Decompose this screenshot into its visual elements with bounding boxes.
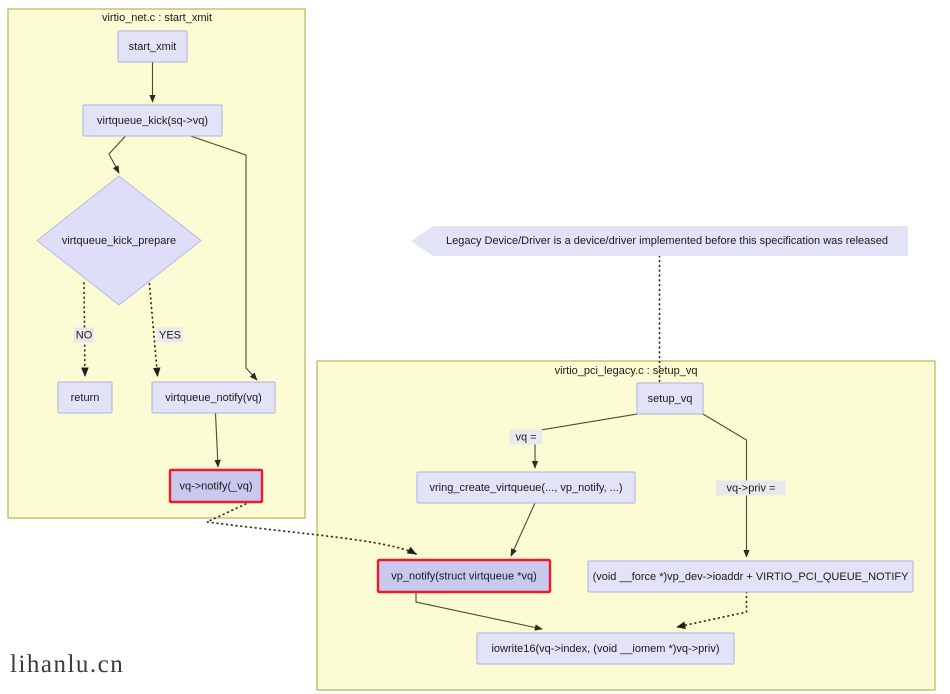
container-title: virtio_net.c : start_xmit: [102, 12, 212, 24]
edge-label-bg: [156, 327, 184, 343]
node-box[interactable]: [82, 104, 223, 137]
edge-label-text: vq->priv =: [727, 482, 776, 494]
node-label: (void __force *)vp_dev->ioaddr + VIRTIO_…: [593, 571, 910, 583]
edge-kick_prepare-to-return: [81, 282, 89, 377]
banner-text: Legacy Device/Driver is a device/driver …: [446, 235, 888, 247]
edge-label-e-setupvq-priv: vq->priv =: [716, 480, 786, 496]
node-iowrite16[interactable]: iowrite16(vq->index, (void __iomem *)vq-…: [476, 632, 735, 665]
node-box[interactable]: [476, 632, 735, 665]
container-title: virtio_pci_legacy.c : setup_vq: [555, 365, 698, 377]
edge-virtqueue_notify-to-vq_notify: [214, 412, 221, 468]
edge-group: [81, 62, 750, 631]
node-vring_create[interactable]: vring_create_virtqueue(..., vp_notify, .…: [416, 471, 636, 504]
edge-virtqueue_kick-to-kick_prepare: [108, 135, 126, 174]
node-label: iowrite16(vq->index, (void __iomem *)vq-…: [491, 643, 719, 655]
highlighted-node-box[interactable]: [376, 558, 552, 594]
banner-shape: [411, 226, 908, 256]
banner-group: Legacy Device/Driver is a device/driver …: [411, 226, 908, 256]
node-vp_notify[interactable]: vp_notify(struct virtqueue *vq): [376, 558, 552, 594]
node-label: start_xmit: [129, 41, 177, 53]
node-setup_vq[interactable]: setup_vq: [636, 382, 704, 415]
edge-kick_prepare-to-virtqueue_notify: [148, 278, 161, 377]
node-box[interactable]: [117, 30, 188, 63]
node-box[interactable]: [636, 382, 704, 415]
edge-label-bg: [73, 327, 95, 343]
node-virtqueue_notify[interactable]: virtqueue_notify(vq): [151, 381, 276, 414]
edge-label-text: NO: [76, 329, 93, 341]
node-box[interactable]: [587, 560, 914, 593]
site-watermark: lihanlu.cn: [10, 651, 125, 678]
decision-shape[interactable]: [36, 175, 202, 306]
edge-setup_vq-to-force_ioaddr: [702, 413, 750, 558]
node-box[interactable]: [416, 471, 636, 504]
edge-virtqueue_kick-to-virtqueue_notify: [190, 135, 258, 381]
edge-label-text: YES: [159, 329, 181, 341]
node-label: virtqueue_kick(sq->vq): [97, 115, 208, 127]
node-label: return: [71, 392, 100, 404]
edge-label-e-prepare-no: NO: [73, 327, 95, 343]
edge-label-text: vq =: [515, 431, 536, 443]
node-label: virtqueue_kick_prepare: [62, 235, 176, 247]
node-label: vp_notify(struct virtqueue *vq): [391, 570, 537, 582]
edge-label-bg: [716, 480, 786, 496]
edge-vq_notify-to-vp_notify: [203, 501, 417, 555]
node-vq_notify[interactable]: vq->notify(_vq): [168, 468, 264, 504]
node-box[interactable]: [151, 381, 276, 414]
edge-force_ioaddr-to-iowrite16: [676, 591, 748, 629]
legacy-device-note: Legacy Device/Driver is a device/driver …: [411, 226, 908, 256]
edge-label-bg: [509, 429, 543, 445]
node-kick_prepare[interactable]: virtqueue_kick_prepare: [36, 175, 202, 306]
node-start_xmit[interactable]: start_xmit: [117, 30, 188, 63]
node-label: vring_create_virtqueue(..., vp_notify, .…: [430, 482, 623, 494]
node-force_ioaddr[interactable]: (void __force *)vp_dev->ioaddr + VIRTIO_…: [587, 560, 914, 593]
node-virtqueue_kick[interactable]: virtqueue_kick(sq->vq): [82, 104, 223, 137]
edge-vring_create-to-vp_notify: [510, 502, 536, 557]
edge-label-e-setupvq-vring: vq =: [509, 429, 543, 445]
edge-label-group: NO YES vq = vq->priv =: [73, 327, 786, 496]
edge-vp_notify-to-iowrite16: [415, 592, 543, 631]
node-label: setup_vq: [648, 393, 693, 405]
node-label: vq->notify(_vq): [179, 480, 252, 492]
node-label: virtqueue_notify(vq): [165, 392, 262, 404]
edge-label-e-prepare-yes: YES: [156, 327, 184, 343]
highlighted-node-box[interactable]: [168, 468, 264, 504]
container-group: virtio_net.c : start_xmit virtio_pci_lega…: [7, 8, 936, 691]
node-box[interactable]: [57, 381, 113, 414]
node-group: start_xmit virtqueue_kick(sq->vq) virtqueu…: [36, 30, 914, 665]
node-return[interactable]: return: [57, 381, 113, 414]
